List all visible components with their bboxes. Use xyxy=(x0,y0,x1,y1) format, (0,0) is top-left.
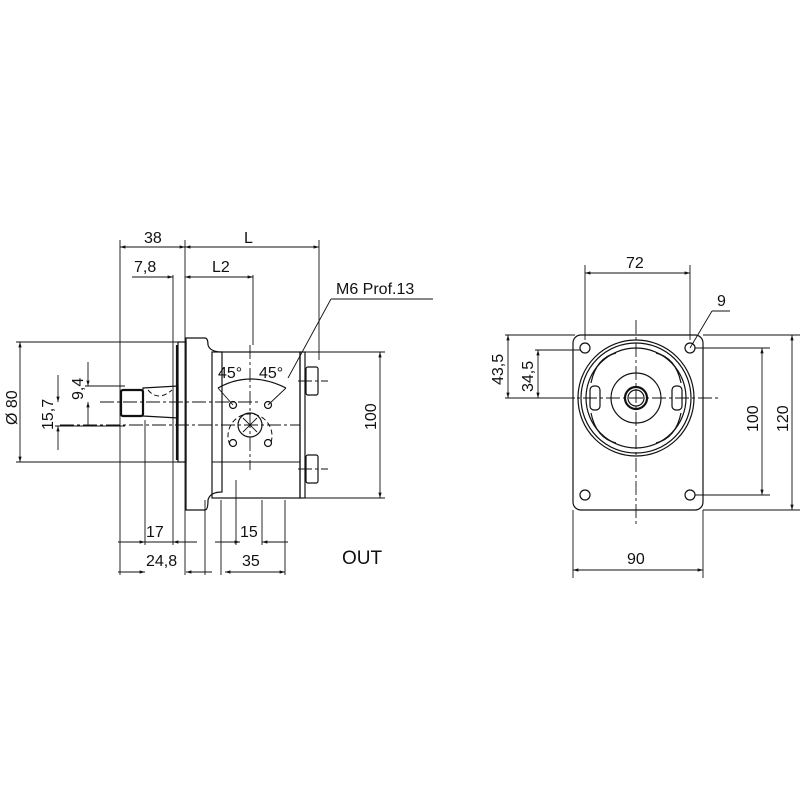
screw-hole xyxy=(263,438,273,448)
dim-15-7: 15,7 xyxy=(40,399,57,430)
thread-note: M6 Prof.13 xyxy=(336,281,414,298)
shaft-tip xyxy=(119,388,145,418)
mounting-plate xyxy=(572,334,704,511)
angle-leg xyxy=(217,387,234,406)
side-view: 38 L 7,8 L2 M6 Prof.13 xyxy=(4,230,433,575)
shaft-key xyxy=(147,389,173,397)
angle-left: 45° xyxy=(218,365,242,382)
mounting-hole xyxy=(579,342,591,354)
leader-line xyxy=(287,298,332,379)
dim-43-5: 43,5 xyxy=(490,354,507,385)
flange-slots xyxy=(590,352,682,444)
port-circle-hidden xyxy=(227,413,273,446)
dim-90: 90 xyxy=(627,551,645,568)
angle-right: 45° xyxy=(259,365,283,382)
port-label-out: OUT xyxy=(342,548,383,569)
dim-100-front: 100 xyxy=(745,405,762,432)
mounting-hole xyxy=(579,489,591,501)
screw-hole xyxy=(228,438,238,448)
dim-dia-80: Ø 80 xyxy=(4,390,21,425)
dim-hole-9: 9 xyxy=(717,293,726,310)
shaft-taper xyxy=(142,385,179,419)
end-cover xyxy=(299,351,306,499)
leader-line xyxy=(689,310,713,349)
dim-L2: L2 xyxy=(212,259,230,276)
dim-L: L xyxy=(244,230,253,247)
dim-120: 120 xyxy=(775,405,792,432)
dim-35: 35 xyxy=(242,553,260,570)
mounting-flange xyxy=(185,337,223,511)
port-cross xyxy=(242,417,258,433)
dim-38: 38 xyxy=(144,230,162,247)
dim-9-4: 9,4 xyxy=(70,378,87,400)
dim-34-5: 34,5 xyxy=(520,361,537,392)
dim-7-8: 7,8 xyxy=(134,259,156,276)
angle-arc xyxy=(217,378,287,389)
angle-leg xyxy=(267,387,287,406)
screw-hole xyxy=(263,400,273,410)
front-view: 72 9 43,5 34,5 100 120 90 xyxy=(490,255,800,578)
dim-72: 72 xyxy=(626,255,644,272)
mounting-hole xyxy=(684,489,696,501)
dim-17: 17 xyxy=(146,524,164,541)
dim-15: 15 xyxy=(240,524,258,541)
screw-hole xyxy=(228,400,238,410)
port-circle xyxy=(237,412,263,438)
dim-100-side: 100 xyxy=(363,403,380,430)
dim-24-8: 24,8 xyxy=(146,553,177,570)
